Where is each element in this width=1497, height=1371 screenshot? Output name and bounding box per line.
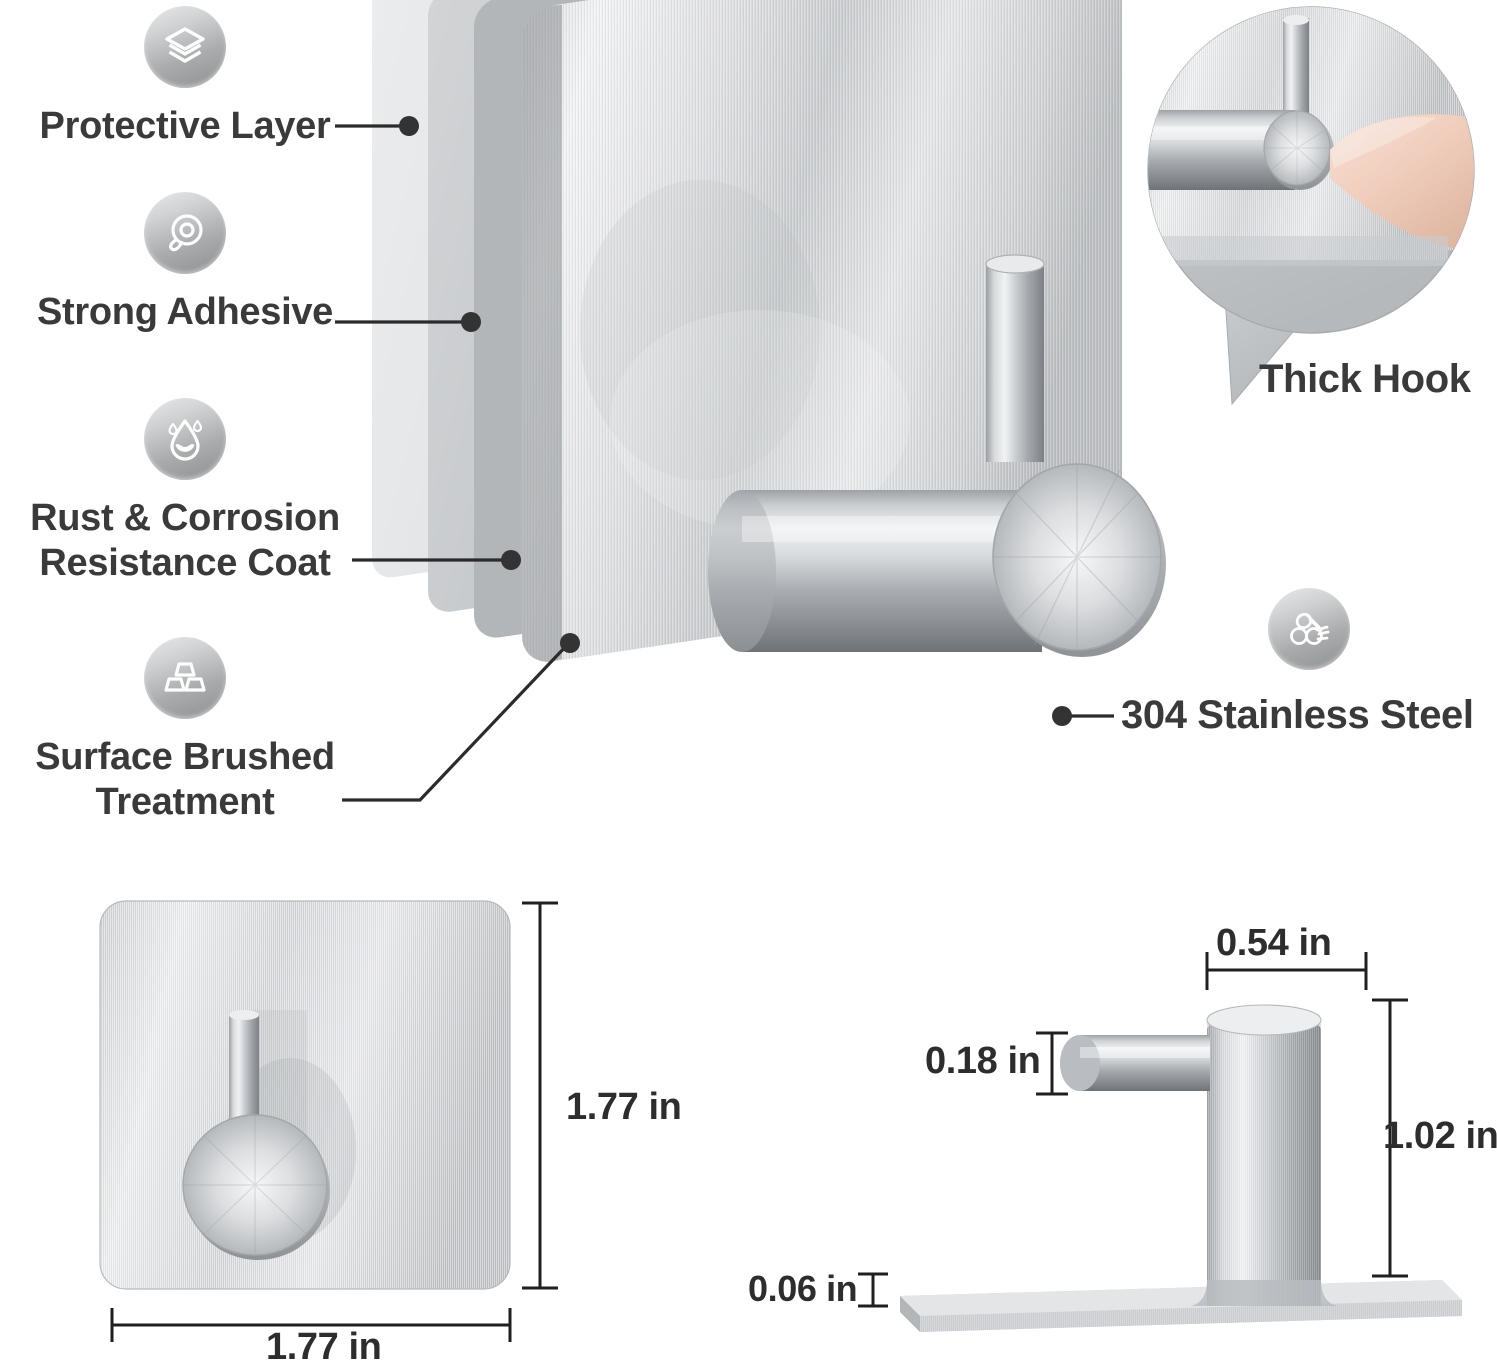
tape-roll-icon (144, 192, 226, 274)
water-drop-icon (144, 398, 226, 480)
dim-post-width: 0.54 in (1216, 922, 1332, 964)
exploded-layer-coat (474, 0, 1046, 638)
dim-front-height: 1.77 in (566, 1086, 682, 1128)
plate-front-lip (522, 512, 1122, 666)
layers-icon (144, 6, 226, 88)
feature-label: Protective Layer (39, 105, 331, 147)
front-view-dim-lines (110, 901, 558, 1342)
steel-bars-icon-wrap (1268, 588, 1350, 670)
exploded-layer-protective (372, 0, 906, 578)
leader-lines (335, 124, 1114, 802)
dim-front-width: 1.77 in (266, 1326, 382, 1368)
dim-hook-diameter: 0.18 in (925, 1040, 1041, 1082)
dim-plate-thickness: 0.06 in (748, 1268, 858, 1309)
thick-hook-label: Thick Hook (1259, 357, 1471, 401)
main-steel-plate (522, 0, 1122, 662)
front-view-diagram (99, 900, 511, 1290)
stainless-steel-label: 304 Stainless Steel (1121, 693, 1474, 737)
feature-rust-corrosion[interactable]: Rust & Corrosion Resistance Coat (0, 398, 370, 586)
dim-post-height: 1.02 in (1383, 1115, 1497, 1157)
thick-hook-bubble (1147, 6, 1475, 406)
leader-dots (399, 116, 1072, 726)
leader-surface-brushed (342, 642, 570, 802)
feature-label: Rust & Corrosion Resistance Coat (30, 497, 340, 584)
feature-protective-layer[interactable]: Protective Layer (0, 6, 370, 149)
feature-label: Strong Adhesive (36, 291, 334, 333)
feature-label: Surface Brushed Treatment (35, 736, 335, 823)
hook-assembly (708, 254, 1166, 657)
feature-surface-brushed[interactable]: Surface Brushed Treatment (0, 637, 370, 825)
side-view-dim-lines (858, 952, 1408, 1308)
exploded-layer-adhesive (428, 0, 976, 612)
steel-bars-icon (1268, 588, 1350, 670)
feature-strong-adhesive[interactable]: Strong Adhesive (0, 192, 370, 335)
brushed-bars-icon (144, 637, 226, 719)
